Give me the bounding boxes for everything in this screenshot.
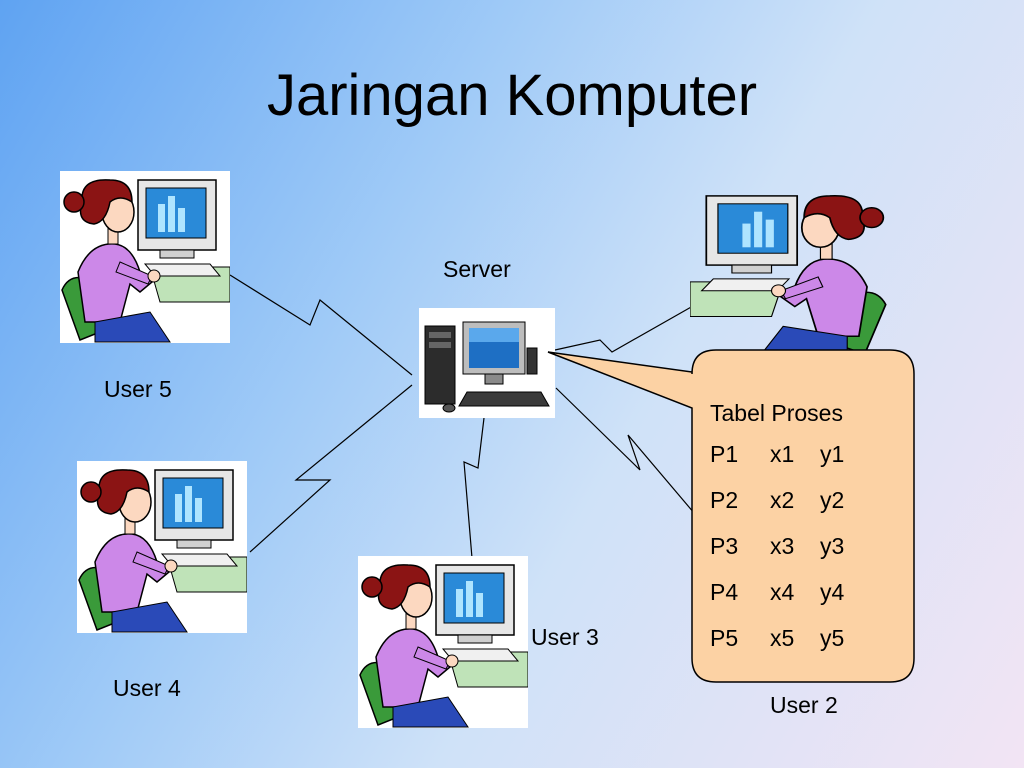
process-id: P1 (710, 441, 739, 467)
process-id: P5 (710, 625, 739, 651)
user-5-label: User 5 (104, 376, 172, 402)
table-row: P4 x4 y4 (710, 579, 910, 625)
link-user2-server-a (554, 301, 701, 353)
user-3-label: User 3 (531, 624, 599, 650)
process-x: x5 (770, 625, 795, 651)
process-id: P4 (710, 579, 739, 605)
process-x: x1 (770, 441, 795, 467)
page-title: Jaringan Komputer (266, 63, 758, 128)
table-row: P5 x5 y5 (710, 625, 910, 671)
process-y: y4 (820, 579, 845, 605)
link-user4-server (249, 384, 413, 553)
process-y: y1 (820, 441, 845, 467)
user-4-label: User 4 (113, 675, 181, 701)
table-row: P3 x3 y3 (710, 533, 910, 579)
process-y: y3 (820, 533, 845, 559)
user-2-label: User 2 (770, 692, 838, 718)
link-user3-server (463, 417, 485, 559)
process-y: y2 (820, 487, 845, 513)
user-5-icon (60, 171, 230, 343)
link-user2-server-b (555, 387, 701, 521)
table-row: P1 x1 y1 (710, 441, 910, 487)
process-id: P2 (710, 487, 739, 513)
process-x: x3 (770, 533, 795, 559)
link-user5-server (229, 274, 413, 376)
user-4-icon (77, 461, 247, 633)
table-row: P2 x2 y2 (710, 487, 910, 533)
server-computer-icon (419, 308, 555, 418)
process-y: y5 (820, 625, 845, 651)
process-x: x4 (770, 579, 795, 605)
process-table-title: Tabel Proses (710, 400, 843, 426)
server-label: Server (443, 256, 511, 282)
process-id: P3 (710, 533, 739, 559)
user-3-icon (358, 556, 528, 728)
process-x: x2 (770, 487, 795, 513)
process-table: Tabel Proses P1 x1 y1 P2 x2 y2 P3 x3 y3 … (710, 400, 910, 671)
